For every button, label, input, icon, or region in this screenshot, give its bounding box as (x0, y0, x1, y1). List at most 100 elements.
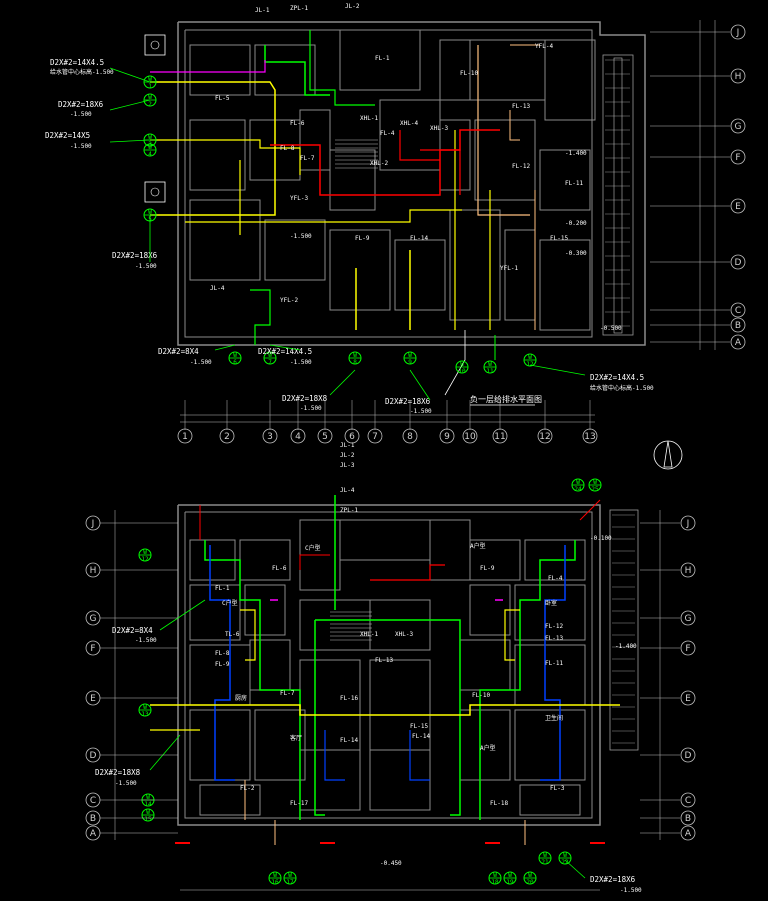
elevation-label: -1.500 (290, 233, 312, 240)
drain-mark-number: 1 (148, 83, 152, 90)
lower-riser-label: FL-1 (215, 585, 230, 592)
riser-label-fl-9: FL-9 (355, 235, 370, 242)
lower-riser-label: FL-17 (290, 800, 308, 807)
riser-label-fl-1: FL-1 (375, 55, 390, 62)
upper-row-axis-C (730, 302, 746, 318)
riser-label-yfl-4: YFL-4 (535, 43, 553, 50)
riser-label-xhl-4: XHL-4 (400, 120, 418, 127)
riser-label-jl-4: JL-4 (210, 285, 225, 292)
upper-room-wall-1 (254, 44, 316, 96)
room-name: 卫生间 (545, 714, 563, 722)
drain-mark-letter: W (148, 76, 152, 83)
lower-row-axis-left-D-label: D (90, 751, 97, 761)
drain-mark-letter: W (353, 352, 357, 359)
lower-fire (370, 564, 445, 581)
upper-col-axis-13 (582, 428, 598, 444)
upper-fire-branch (399, 130, 440, 161)
upper-row-axis-F (730, 149, 746, 165)
riser-label-fl-12: FL-12 (512, 163, 530, 170)
upper-col-axis-4-label: 4 (295, 432, 301, 442)
lower-drain-core-l (314, 620, 325, 816)
drain-mark-number: 7 (268, 359, 272, 366)
lower-riser-label: FL-16 (340, 695, 358, 702)
lower-row-axis-right-A-label: A (685, 829, 692, 839)
upper-room-wall-15 (264, 219, 326, 281)
upper-col-axis-12-label: 12 (539, 432, 550, 442)
pipe-elevation: 给水管中心标高-1.500 (590, 384, 654, 392)
upper-col-axis-11-label: 11 (494, 432, 505, 442)
upper-col-axis-1 (177, 428, 193, 444)
upper-leader (444, 330, 466, 396)
lower-blue-left (209, 545, 235, 781)
drain-mark-letter: W (146, 809, 150, 816)
lower-ramp (609, 509, 639, 751)
upper-col-axis-9 (439, 428, 455, 444)
lower-room-wall-11 (469, 584, 511, 636)
riser-label-fl-14: FL-14 (410, 235, 428, 242)
pipe-spec: D2X#2=14X5 (45, 131, 90, 140)
lower-room-wall-10 (369, 599, 431, 651)
pipe-spec: D2X#2=18X6 (58, 100, 104, 109)
drain-mark-number: 20 (526, 879, 534, 886)
drain-mark-letter: W (143, 549, 147, 556)
lower-riser-label: FL-14 (412, 733, 430, 740)
lower-room-wall-12 (514, 584, 586, 641)
lower-room-wall-4 (429, 519, 471, 581)
upper-room-wall-20 (539, 239, 591, 331)
lower-outer-wall (177, 504, 601, 826)
pipe-spec: D2X#2=14X4.5 (258, 347, 312, 356)
north-arrow-circle (653, 440, 683, 470)
upper-row-axis-J (730, 24, 746, 40)
room-name: A户型 (470, 542, 486, 550)
upper-cold-water-south (185, 209, 462, 223)
upper-col-axis-8 (402, 428, 418, 444)
elevation-label: -1.400 (615, 643, 637, 650)
drain-mark-letter: W (408, 352, 412, 359)
lower-cold-water-r (504, 609, 520, 661)
lower-row-axis-right-H (680, 562, 696, 578)
lower-riser-label: FL-9 (480, 565, 495, 572)
riser-label-fl-13: FL-13 (512, 103, 530, 110)
drain-mark-number: 11 (486, 368, 494, 375)
drain-mark-number: 15 (144, 816, 152, 823)
lower-cold-water-l (240, 609, 256, 661)
upper-col-axis-9-label: 9 (444, 432, 450, 442)
riser-label-jl-1: JL-1 (255, 7, 270, 14)
lower-drain-left (204, 540, 301, 820)
upper-hot-water-b (509, 110, 520, 141)
upper-plan-title: 负一层给排水平面图 (470, 394, 542, 404)
upper-row-axis-A (730, 334, 746, 350)
pipe-spec: D2X#2=8X4 (112, 626, 153, 635)
room-name: 客厅 (290, 734, 302, 742)
drain-mark-number: 10 (458, 368, 466, 375)
upper-room-wall-18 (449, 209, 501, 321)
drain-mark-letter: W (528, 354, 532, 361)
lower-blue-core-r (409, 730, 430, 781)
drain-mark-letter: W (528, 872, 532, 879)
lower-row-axis-right-B (680, 810, 696, 826)
upper-row-axis-A-label: A (735, 338, 742, 348)
pipe-elevation: -1.500 (135, 263, 157, 270)
drain-mark-number: 8 (353, 359, 357, 366)
pipe-spec: D2X#2=18X6 (112, 251, 158, 260)
pipe-spec: D2X#2=8X4 (158, 347, 199, 356)
riser-label-fl-11: FL-11 (565, 180, 583, 187)
drain-mark-number: 24 (574, 486, 582, 493)
lower-blue-core (324, 730, 345, 781)
pipe-elevation: -1.500 (300, 405, 322, 412)
upper-room-wall-6 (189, 119, 246, 191)
riser-label-fl-10: FL-10 (460, 70, 478, 77)
upper-drain-top2 (309, 30, 375, 106)
drain-mark-letter: W (273, 872, 277, 879)
upper-room-wall-19 (504, 229, 536, 321)
upper-room-wall-14 (189, 199, 261, 281)
upper-cold-water-main (150, 81, 276, 216)
lower-row-axis-left-F-label: F (90, 644, 95, 654)
riser-label-yfl-2: YFL-2 (280, 297, 298, 304)
drain-mark-number: 4 (148, 151, 152, 158)
drain-mark-number: 13 (141, 711, 149, 718)
lower-drain-right (479, 540, 576, 820)
lower-inner-wall (184, 511, 593, 819)
upper-col-axis-10 (462, 428, 478, 444)
